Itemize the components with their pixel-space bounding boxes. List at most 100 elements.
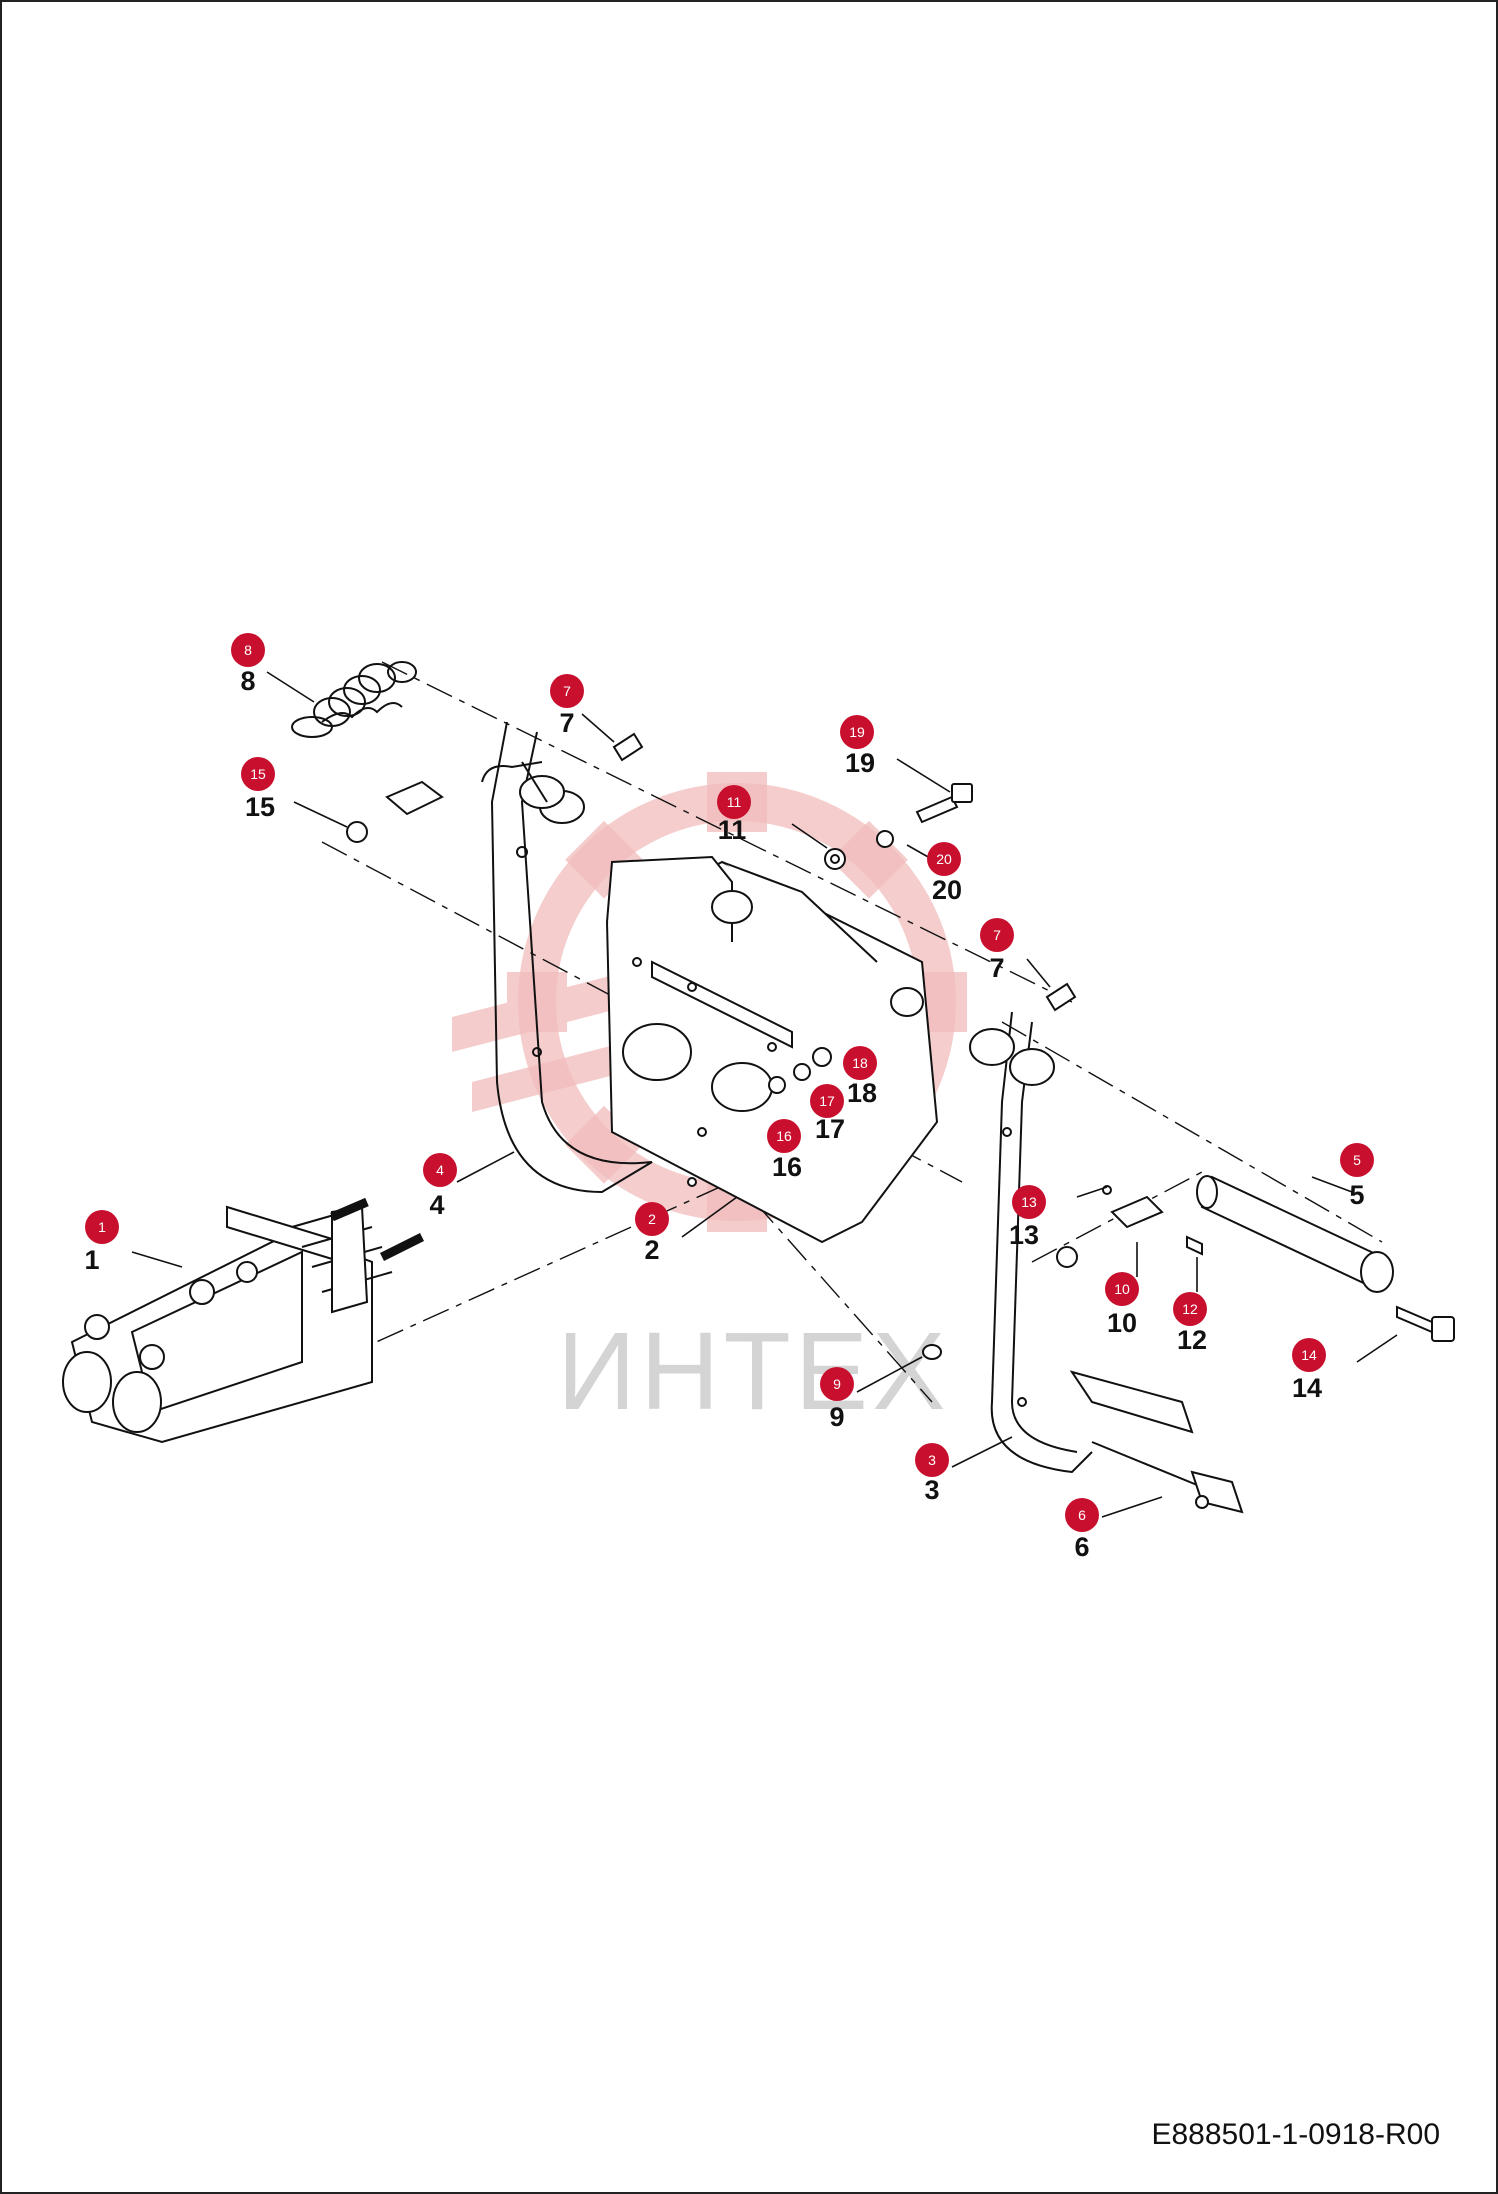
callout-number: 5 xyxy=(1353,1152,1361,1168)
part-label: 17 xyxy=(815,1114,845,1144)
callout-13: 13 13 xyxy=(1009,1185,1046,1250)
left-pedal-part xyxy=(481,721,653,1194)
callout-10: 10 10 xyxy=(1105,1272,1139,1338)
clevis-part xyxy=(346,780,1203,1268)
callout-5: 55 xyxy=(1340,1143,1374,1210)
callout-badge xyxy=(820,1367,854,1401)
part-label: 2 xyxy=(644,1235,659,1265)
callout-badge xyxy=(241,757,275,791)
document-code: E888501-1-0918-R00 xyxy=(1151,2118,1440,2151)
callout-number: 1 xyxy=(98,1219,106,1235)
callout-badge xyxy=(1012,1185,1046,1219)
part-label: 12 xyxy=(1177,1325,1207,1355)
callout-number: 7 xyxy=(993,927,1001,943)
small-hardware-parts xyxy=(768,783,973,1360)
callout-1: 11 xyxy=(84,1210,119,1275)
part-label: 11 xyxy=(718,815,747,845)
right-pedal-part xyxy=(969,1011,1194,1474)
part-label: 18 xyxy=(847,1078,877,1108)
callout-badge xyxy=(635,1202,669,1236)
part-label: 15 xyxy=(245,792,275,822)
callout-badge xyxy=(85,1210,119,1244)
callout-2: 22 xyxy=(635,1202,669,1265)
callout-14: 14 14 xyxy=(1292,1338,1326,1403)
part-label: 16 xyxy=(772,1152,802,1182)
bolt-part xyxy=(1396,1305,1455,1342)
part-label: 8 xyxy=(240,666,255,696)
part-label: 4 xyxy=(429,1190,444,1220)
callout-badge xyxy=(927,842,961,876)
callout-number: 11 xyxy=(727,794,742,810)
callout-number: 6 xyxy=(1078,1507,1086,1523)
callout-number: 20 xyxy=(936,851,952,867)
callout-number: 7 xyxy=(563,683,571,699)
callout-number: 13 xyxy=(1021,1194,1037,1210)
callout-9: 99 xyxy=(820,1367,854,1432)
callout-number: 12 xyxy=(1182,1301,1198,1317)
callout-number: 15 xyxy=(250,766,266,782)
callout-3: 33 xyxy=(915,1443,949,1505)
master-cylinder-part xyxy=(62,1205,393,1444)
callout-7a: 77 xyxy=(550,674,584,738)
callout-number: 2 xyxy=(648,1211,656,1227)
callout-badge xyxy=(1292,1338,1326,1372)
callout-badge xyxy=(980,918,1014,952)
part-label: 9 xyxy=(829,1402,844,1432)
callout-number: 8 xyxy=(244,642,252,658)
callout-12: 12 12 xyxy=(1173,1292,1207,1355)
part-label: 3 xyxy=(924,1475,939,1505)
watermark-text: ИНТЕХ xyxy=(557,1310,950,1433)
callout-badge xyxy=(550,674,584,708)
callout-number: 16 xyxy=(776,1128,792,1144)
callout-badge xyxy=(423,1153,457,1187)
callout-badge xyxy=(1340,1143,1374,1177)
callout-number: 14 xyxy=(1301,1347,1317,1363)
part-label: 10 xyxy=(1107,1308,1137,1338)
callout-8: 88 xyxy=(231,633,265,696)
pushrod-part xyxy=(1091,1441,1244,1514)
callout-badge xyxy=(843,1046,877,1080)
callout-badge xyxy=(810,1084,844,1118)
part-label: 13 xyxy=(1009,1220,1039,1250)
callout-6: 66 xyxy=(1065,1498,1099,1562)
part-label: 20 xyxy=(932,875,962,905)
callout-number: 10 xyxy=(1114,1281,1130,1297)
return-spring-part xyxy=(291,661,417,738)
callout-badge xyxy=(717,785,751,819)
callout-4: 44 xyxy=(423,1153,457,1220)
grease-fitting-part xyxy=(612,732,1077,1012)
callout-badge xyxy=(840,715,874,749)
callout-badge xyxy=(1173,1292,1207,1326)
callout-badge xyxy=(1065,1498,1099,1532)
part-label: 19 xyxy=(845,748,875,778)
part-label: 1 xyxy=(84,1245,99,1275)
callout-7b: 77 xyxy=(980,918,1014,983)
callout-badge xyxy=(231,633,265,667)
part-label: 7 xyxy=(989,953,1004,983)
callout-badge xyxy=(767,1119,801,1153)
part-label: 5 xyxy=(1349,1180,1364,1210)
callout-number: 3 xyxy=(928,1452,936,1468)
callout-number: 18 xyxy=(852,1055,868,1071)
callout-number: 4 xyxy=(436,1162,444,1178)
part-label: 6 xyxy=(1074,1532,1089,1562)
callout-badge xyxy=(915,1443,949,1477)
callout-number: 9 xyxy=(833,1376,841,1392)
callout-number: 19 xyxy=(849,724,865,740)
mounting-bracket-part xyxy=(605,855,939,1244)
master-cylinder-rods xyxy=(330,1197,425,1262)
pivot-shaft-part xyxy=(1196,1175,1394,1293)
callout-number: 17 xyxy=(819,1093,835,1109)
part-label: 14 xyxy=(1292,1373,1322,1403)
callout-badge xyxy=(1105,1272,1139,1306)
